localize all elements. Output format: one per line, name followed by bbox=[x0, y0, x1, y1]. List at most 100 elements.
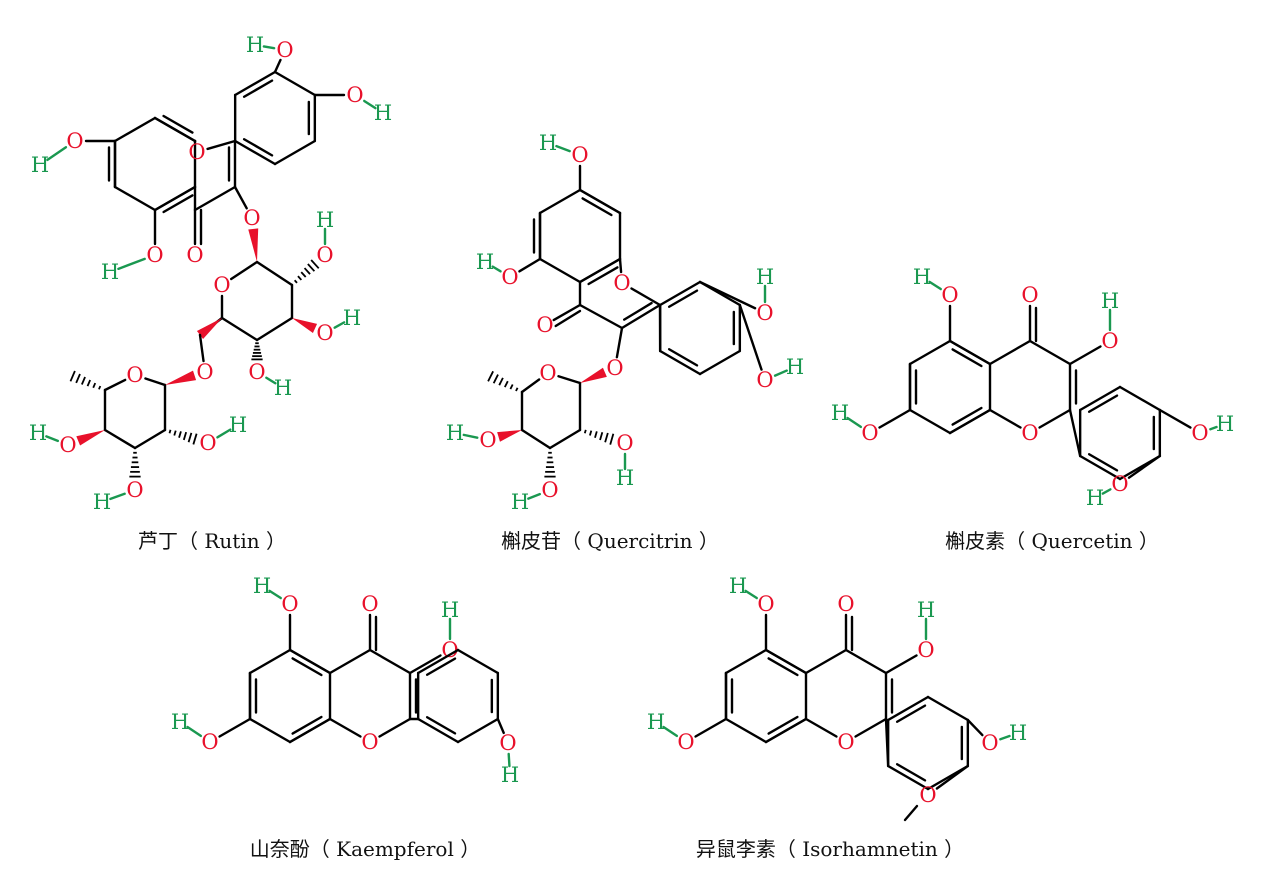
hydrogen-atom: H bbox=[913, 265, 931, 289]
bond bbox=[698, 349, 742, 376]
bond bbox=[162, 114, 194, 134]
bond bbox=[951, 348, 983, 368]
oxygen-atom: O bbox=[501, 265, 518, 289]
bond bbox=[233, 70, 277, 97]
bond bbox=[615, 326, 624, 359]
bond bbox=[557, 375, 582, 385]
bond bbox=[538, 257, 582, 284]
bond bbox=[520, 378, 541, 394]
bond bbox=[578, 303, 624, 330]
hydrogen-atom: H bbox=[253, 574, 271, 598]
hash-bond bbox=[192, 433, 198, 445]
bond bbox=[555, 144, 571, 153]
hash-bond bbox=[75, 373, 81, 384]
bond bbox=[233, 185, 248, 210]
oxygen-atom: O bbox=[541, 478, 558, 502]
wedge-bond bbox=[497, 430, 522, 442]
bond bbox=[363, 99, 377, 110]
hydrogen-atom: H bbox=[343, 306, 361, 330]
wedge-bond bbox=[76, 430, 105, 446]
oxygen-atom: O bbox=[196, 360, 213, 384]
bond bbox=[291, 715, 323, 735]
oxygen-atom: O bbox=[59, 433, 76, 457]
bond bbox=[113, 116, 157, 143]
hydrogen-atom: H bbox=[1216, 412, 1234, 436]
bond bbox=[1028, 339, 1072, 366]
hydrogen-atom: H bbox=[374, 101, 392, 125]
oxygen-atom: O bbox=[316, 321, 333, 345]
hydrogen-atom: H bbox=[476, 250, 494, 274]
bond bbox=[662, 725, 679, 738]
bond bbox=[206, 139, 237, 151]
bond bbox=[928, 280, 942, 291]
hash-bond bbox=[178, 431, 182, 438]
hash-bond bbox=[609, 433, 615, 445]
bond bbox=[527, 492, 541, 500]
oxygen-atom: O bbox=[756, 368, 773, 392]
bond bbox=[667, 348, 699, 367]
bond bbox=[581, 197, 613, 217]
hash-bond bbox=[515, 387, 519, 392]
oxygen-atom: O bbox=[677, 730, 694, 754]
bond bbox=[935, 764, 970, 790]
hash-bond bbox=[303, 267, 311, 275]
oxygen-atom: O bbox=[361, 592, 378, 616]
bond bbox=[1101, 488, 1112, 495]
bond bbox=[618, 257, 623, 274]
hydrogen-atom: H bbox=[756, 265, 774, 289]
bond bbox=[548, 428, 582, 450]
bond bbox=[103, 378, 127, 392]
oxygen-atom: O bbox=[361, 730, 378, 754]
hash-bond bbox=[86, 379, 91, 387]
hydrogen-atom: H bbox=[29, 421, 47, 445]
bond bbox=[738, 303, 763, 371]
hash-bond bbox=[310, 259, 320, 269]
bond bbox=[153, 185, 197, 212]
hash-bond bbox=[182, 431, 188, 441]
bond bbox=[804, 717, 838, 738]
hydrogen-atom: H bbox=[616, 466, 634, 490]
hydrogen-atom: H bbox=[786, 355, 804, 379]
hash-bond bbox=[98, 385, 102, 390]
oxygen-atom: O bbox=[757, 592, 774, 616]
bond bbox=[229, 260, 259, 281]
bond bbox=[46, 146, 68, 162]
hash-bond bbox=[187, 432, 193, 443]
bond bbox=[1068, 408, 1082, 458]
bond bbox=[999, 734, 1011, 741]
bond bbox=[773, 369, 788, 377]
bond bbox=[1158, 408, 1192, 429]
bond bbox=[408, 654, 442, 675]
bond bbox=[764, 717, 808, 744]
bond bbox=[694, 717, 728, 738]
bond bbox=[333, 321, 346, 329]
bond bbox=[273, 139, 317, 166]
oxygen-atom: O bbox=[606, 356, 623, 380]
bond bbox=[767, 715, 799, 735]
oxygen-atom: O bbox=[248, 360, 265, 384]
bond bbox=[1118, 385, 1162, 412]
bond bbox=[144, 377, 167, 387]
bond bbox=[518, 257, 542, 273]
bond bbox=[846, 416, 863, 429]
hash-bond bbox=[297, 275, 303, 281]
oxygen-atom: O bbox=[126, 478, 143, 502]
hash-bond bbox=[509, 384, 514, 390]
caption-quercitrin: 槲皮苷（ Quercitrin ） bbox=[501, 529, 719, 553]
wedge-bond bbox=[248, 228, 259, 262]
hash-bond bbox=[604, 432, 609, 443]
hash-bond bbox=[498, 377, 504, 386]
hydrogen-atom: H bbox=[246, 33, 264, 57]
oxygen-atom: O bbox=[243, 206, 260, 230]
wedge-bond bbox=[292, 318, 318, 333]
hydrogen-atom: H bbox=[446, 421, 464, 445]
bond bbox=[554, 309, 582, 328]
hydrogen-atom: H bbox=[1086, 486, 1104, 510]
oxygen-atom: O bbox=[186, 243, 203, 267]
bond bbox=[425, 716, 457, 735]
hash-bond bbox=[589, 430, 593, 436]
bond bbox=[804, 648, 848, 675]
bond bbox=[886, 695, 930, 722]
